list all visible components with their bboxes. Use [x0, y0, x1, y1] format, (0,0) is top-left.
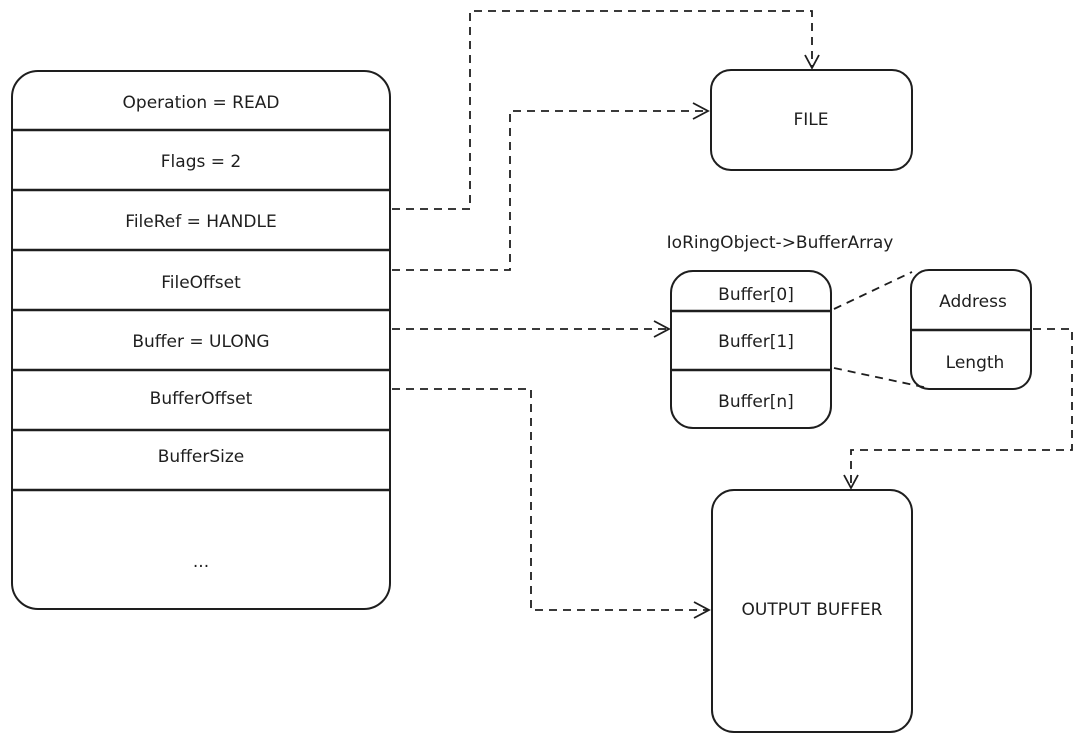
output-buffer-outline [711, 489, 913, 733]
field-fileoffset: FileOffset [161, 273, 241, 293]
field-fileref: FileRef = HANDLE [125, 212, 276, 232]
buffer-item-1: Buffer[1] [718, 332, 794, 352]
connector-item-to-entry-top [833, 271, 913, 310]
arrowhead-down [804, 54, 820, 70]
field-flags: Flags = 2 [161, 152, 241, 172]
arrowhead-down [843, 474, 859, 490]
file-box-outline [710, 69, 913, 171]
output-buffer-label: OUTPUT BUFFER [742, 600, 883, 620]
buffer-item-n: Buffer[n] [718, 392, 794, 412]
arrowhead-right [693, 601, 711, 619]
buffer-item-0: Buffer[0] [718, 285, 794, 305]
field-ellipsis: ... [193, 552, 209, 572]
entry-length: Length [946, 353, 1005, 373]
buffer-array: Buffer[0] Buffer[1] Buffer[n] [670, 270, 832, 429]
connector-bufferoffset-to-output [392, 388, 708, 611]
connector-item-to-entry-bottom [833, 367, 929, 389]
request-struct-table: Operation = READ Flags = 2 FileRef = HAN… [11, 70, 391, 610]
arrowhead-right [692, 102, 710, 120]
buffer-entry: Address Length [910, 269, 1032, 390]
output-buffer: OUTPUT BUFFER [711, 489, 913, 733]
connector-address-to-output [850, 328, 1073, 486]
connectors [392, 10, 1073, 619]
field-operation: Operation = READ [123, 93, 280, 113]
file-box-label: FILE [793, 110, 828, 130]
entry-address: Address [939, 292, 1007, 312]
field-buffer: Buffer = ULONG [132, 332, 269, 352]
field-buffersize: BufferSize [158, 447, 245, 467]
buffer-array-title: IoRingObject->BufferArray [667, 233, 894, 253]
connector-fileoffset-to-file [392, 110, 707, 271]
file-box: FILE [710, 69, 913, 171]
arrowhead-right [653, 320, 671, 338]
connector-fileref-to-file [392, 10, 813, 210]
field-bufferoffset: BufferOffset [150, 389, 253, 409]
request-struct-outline [11, 70, 391, 610]
